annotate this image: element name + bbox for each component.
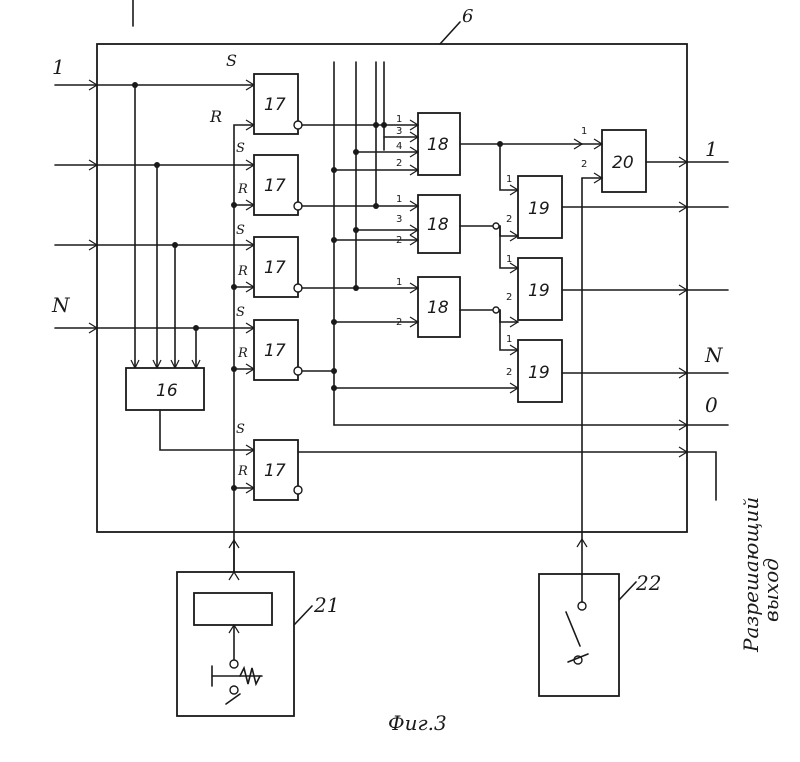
trigger-17-row3: 17 (254, 237, 302, 297)
svg-text:19: 19 (528, 281, 550, 301)
r-label-4: R (237, 346, 248, 361)
svg-text:2: 2 (396, 317, 402, 328)
svg-text:17: 17 (264, 258, 286, 278)
output-label-0: 0 (705, 393, 718, 417)
svg-text:2: 2 (506, 292, 512, 303)
block-22-label: 22 (635, 571, 661, 595)
svg-text:17: 17 (264, 95, 286, 115)
s-label-4: S (236, 305, 245, 320)
svg-text:4: 4 (396, 141, 402, 152)
enable-output-label: Разрешающий выход (739, 497, 783, 653)
block-21-label: 21 (313, 593, 339, 617)
svg-text:2: 2 (396, 158, 402, 169)
svg-text:1: 1 (396, 277, 402, 288)
gate-19-row2: 19 (518, 258, 562, 320)
svg-text:2: 2 (506, 214, 512, 225)
gate-18-row1: 18 1 3 4 2 (334, 113, 460, 175)
input-lines (55, 80, 254, 333)
svg-text:3: 3 (396, 214, 402, 225)
svg-text:20: 20 (612, 153, 634, 173)
block-21 (177, 540, 312, 716)
gate-20: 20 (582, 130, 646, 192)
svg-text:18: 18 (427, 298, 449, 318)
input-label-n: N (51, 293, 71, 317)
s-label-2: S (236, 141, 245, 156)
svg-text:1: 1 (581, 126, 587, 137)
output-label-n: N (704, 343, 724, 367)
decoder-16-label: 16 (156, 381, 178, 401)
r-label-3: R (237, 264, 248, 279)
svg-text:выход: выход (759, 558, 783, 622)
s-label-1: S (226, 51, 237, 70)
svg-text:18: 18 (427, 135, 449, 155)
trigger-outputs (302, 122, 387, 391)
decoder-input-taps (131, 82, 200, 368)
r-label-5: R (237, 464, 248, 479)
s-label-3: S (236, 223, 245, 238)
svg-text:17: 17 (264, 176, 286, 196)
output-label-1: 1 (705, 137, 718, 161)
r-label-1: R (209, 107, 222, 126)
vertical-bus (334, 62, 384, 425)
svg-text:17: 17 (264, 461, 286, 481)
s-label-5: S (236, 422, 245, 437)
gate-19-row1: 19 (518, 176, 562, 238)
gate-18-row2: 18 1 3 2 (334, 194, 460, 253)
r-label-2: R (237, 182, 248, 197)
svg-text:1: 1 (506, 254, 512, 265)
trigger-17-row2: 17 (254, 155, 302, 215)
svg-text:18: 18 (427, 215, 449, 235)
figure-caption: Фиг.3 (388, 711, 447, 735)
svg-text:19: 19 (528, 363, 550, 383)
trigger-17-row4: 17 (254, 320, 302, 380)
trigger-17-row1: 17 (254, 74, 302, 134)
trigger-17-enable: 17 (254, 440, 302, 500)
svg-text:1: 1 (506, 334, 512, 345)
svg-text:1: 1 (396, 114, 402, 125)
svg-text:2: 2 (506, 367, 512, 378)
svg-text:2: 2 (581, 159, 587, 170)
block-6-label: 6 (462, 6, 473, 27)
svg-text:3: 3 (396, 126, 402, 137)
svg-text:1: 1 (396, 194, 402, 205)
svg-text:17: 17 (264, 341, 286, 361)
gate-19-row3: 19 (518, 340, 562, 402)
block-22 (539, 574, 636, 696)
outputs (298, 157, 728, 500)
svg-text:1: 1 (506, 174, 512, 185)
svg-text:2: 2 (396, 235, 402, 246)
input-label-1: 1 (52, 55, 65, 79)
svg-text:19: 19 (528, 199, 550, 219)
gate-18-row3: 18 1 2 (334, 277, 460, 337)
block-6-leader (440, 22, 460, 44)
